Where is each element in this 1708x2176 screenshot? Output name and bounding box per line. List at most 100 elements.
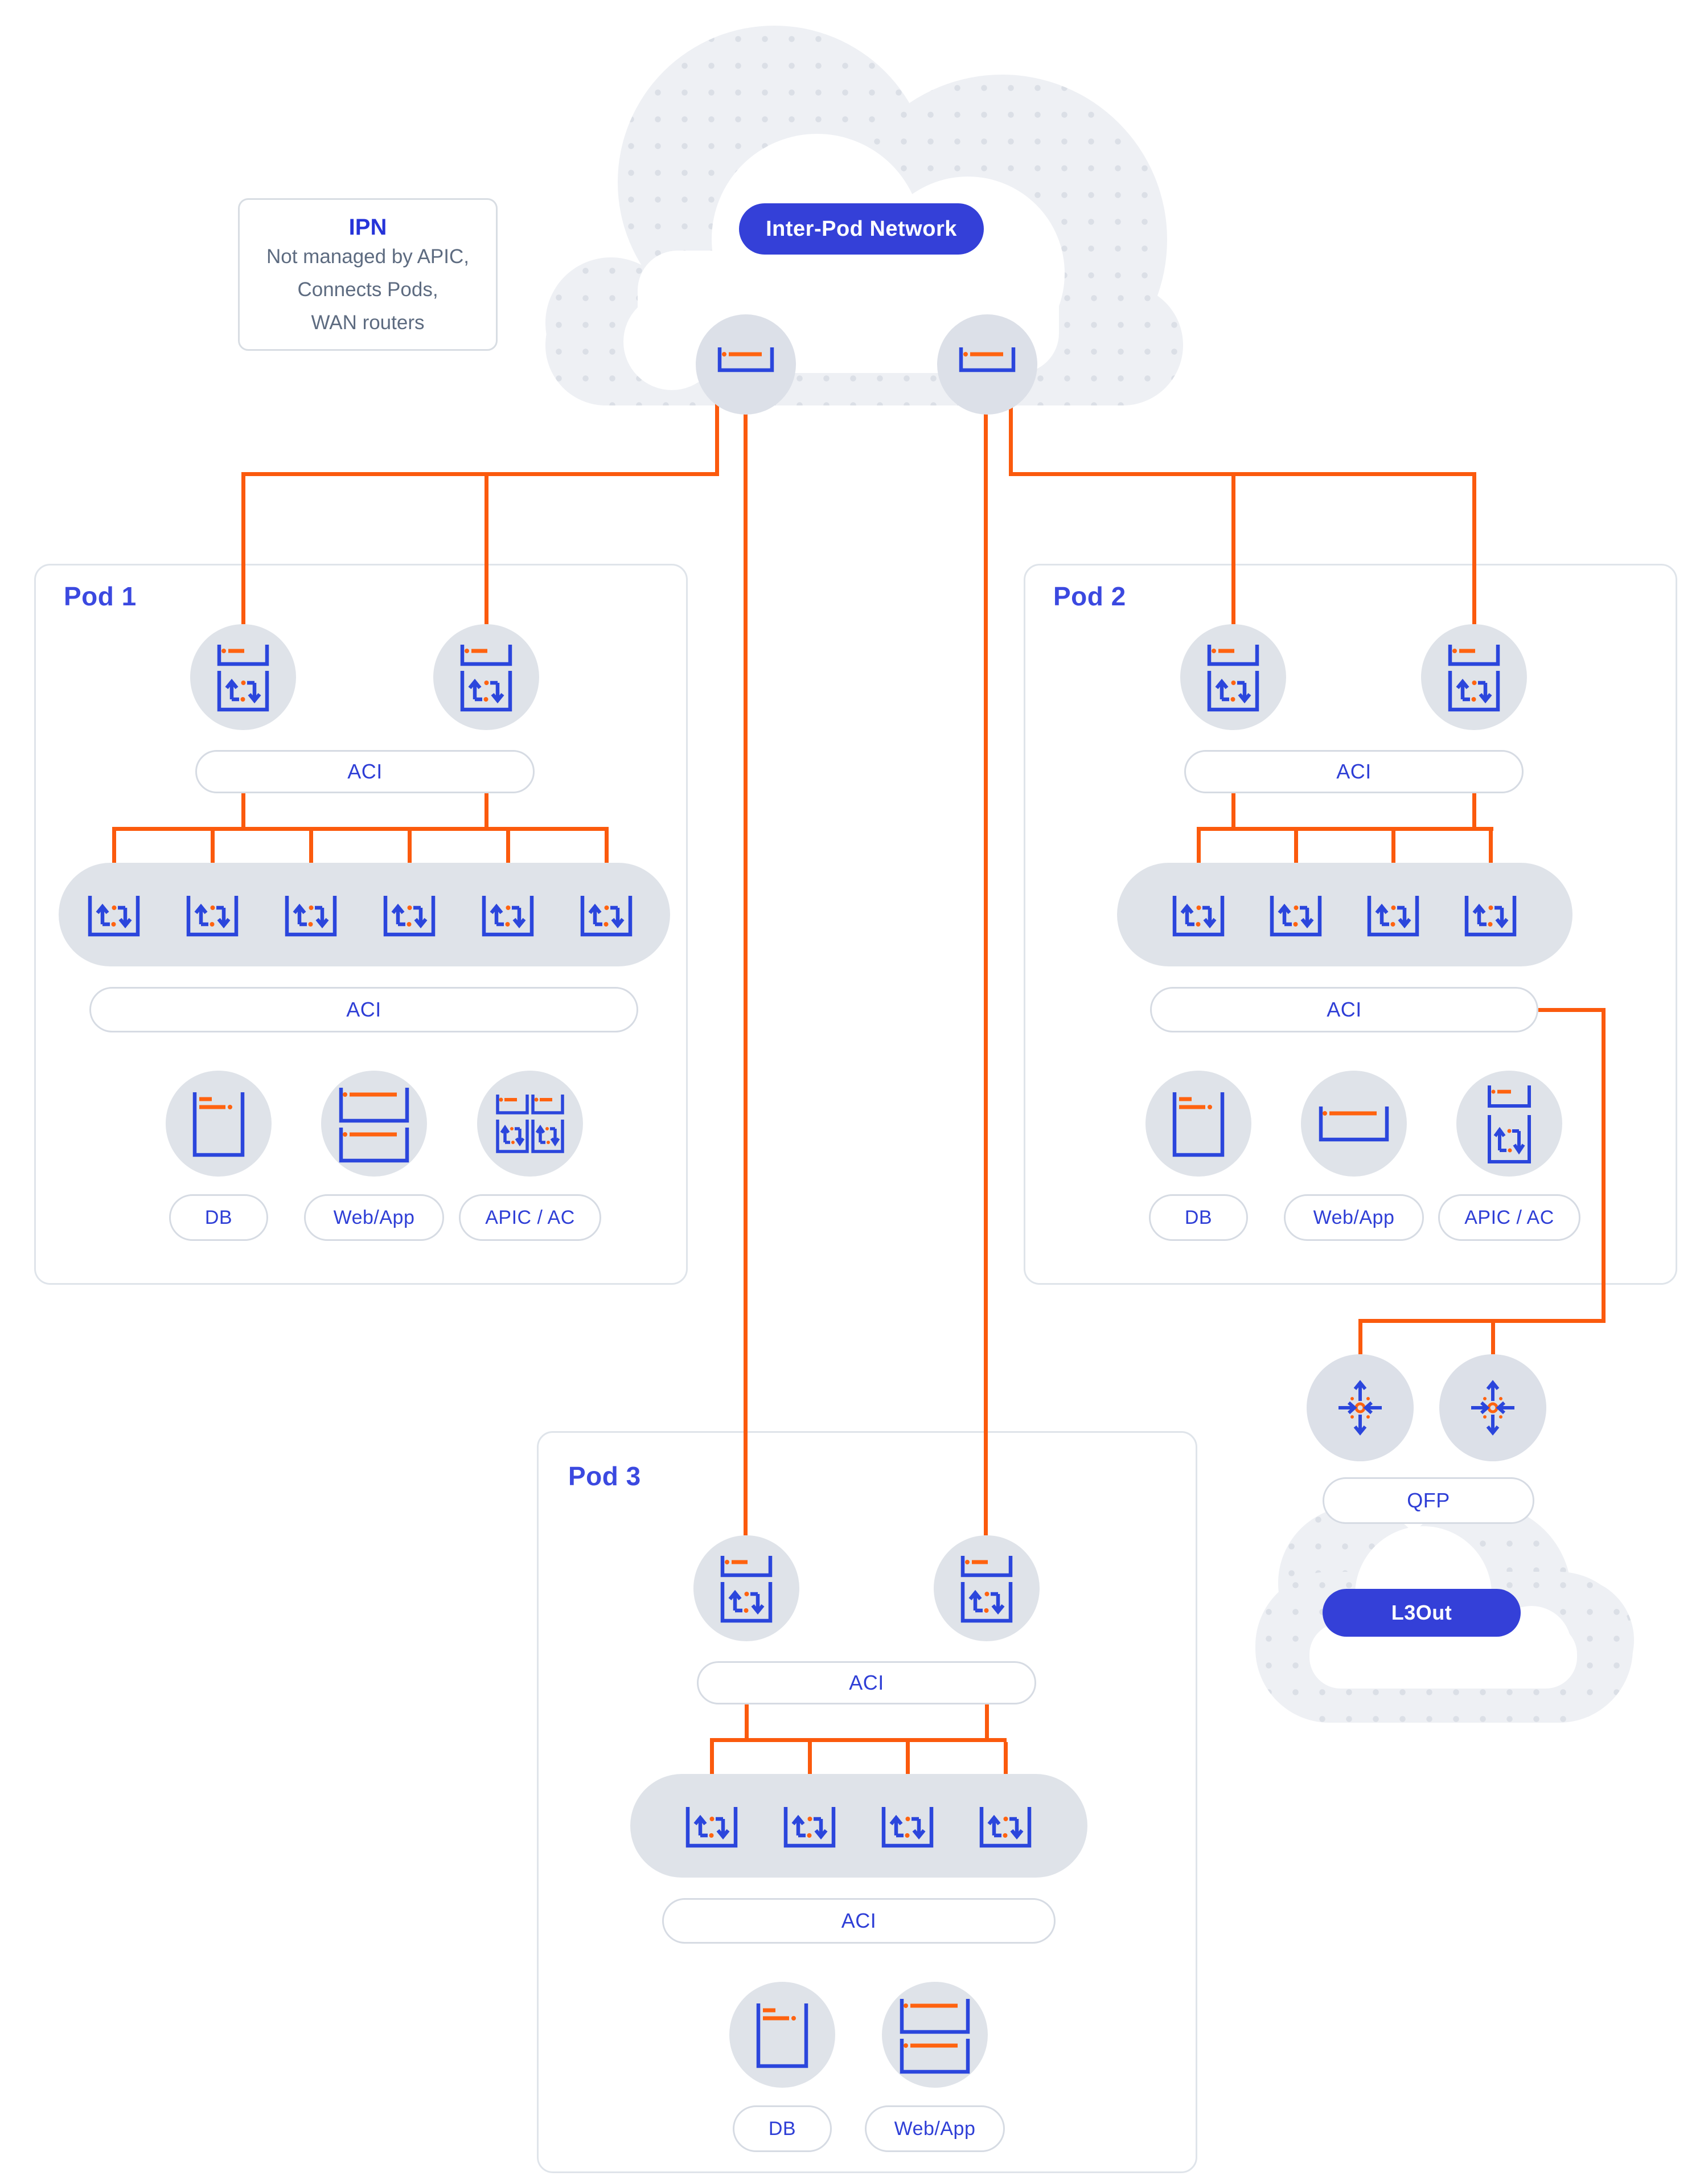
connector-line xyxy=(485,476,488,624)
switch-icon xyxy=(783,1806,836,1848)
ipn-router-node xyxy=(937,314,1037,415)
connector-line xyxy=(1231,793,1235,827)
webapp-icon xyxy=(900,2038,970,2074)
pod1-leaf-group xyxy=(59,863,670,966)
ipn-note-line: Not managed by APIC, xyxy=(266,245,470,268)
router-icon xyxy=(217,644,269,666)
connector-line xyxy=(112,831,116,863)
pod1-endpoint-node xyxy=(477,1071,583,1177)
connector-line xyxy=(1472,476,1476,624)
connector-line xyxy=(605,831,609,863)
ipn-note: IPN Not managed by APIC, Connects Pods, … xyxy=(238,198,498,351)
webapp-icon xyxy=(1319,1105,1389,1142)
l3out-pill: L3Out xyxy=(1323,1589,1521,1637)
database-icon xyxy=(192,1091,245,1157)
endpoint-label: DB xyxy=(1184,1206,1213,1228)
inter-pod-network-label: Inter-Pod Network xyxy=(739,203,984,255)
switch-icon xyxy=(285,895,337,937)
switch-icon xyxy=(383,895,436,937)
connector-line xyxy=(1391,831,1395,863)
connector-line xyxy=(1358,1319,1606,1323)
pod2-spine-fabric-pill: ACI xyxy=(1184,750,1524,793)
aci-label: ACI xyxy=(347,760,383,783)
endpoint-label: DB xyxy=(204,1206,233,1228)
pod1-title: Pod 1 xyxy=(64,581,137,611)
connector-line xyxy=(485,793,488,827)
pod3-endpoint-node xyxy=(729,1982,835,2088)
pod3-spine-fabric-pill: ACI xyxy=(697,1661,1036,1704)
pod3-leaf-fabric-pill: ACI xyxy=(662,1898,1056,1944)
connector-line xyxy=(408,831,412,863)
endpoint-label: Web/App xyxy=(894,2117,976,2140)
pod1-endpoint-node xyxy=(166,1071,272,1177)
switch-icon xyxy=(460,670,512,712)
switch-icon xyxy=(1464,895,1517,937)
webapp-icon xyxy=(339,1126,409,1163)
connector-line xyxy=(211,831,215,863)
pod3-endpoint-label-db: DB xyxy=(733,2105,832,2152)
ipn-note-line: Connects Pods, xyxy=(297,278,438,301)
switch-icon xyxy=(685,1806,738,1848)
router-icon xyxy=(460,644,512,666)
database-icon xyxy=(756,2002,808,2068)
connector-line xyxy=(506,831,510,863)
pod2-endpoint-label-apic: APIC / AC xyxy=(1438,1194,1580,1241)
pod1-endpoint-label-apic: APIC / AC xyxy=(459,1194,601,1241)
pod1-spine-fabric-pill: ACI xyxy=(195,750,535,793)
switch-icon xyxy=(960,1581,1013,1623)
router-icon xyxy=(1207,644,1259,666)
aci-label: ACI xyxy=(849,1671,884,1694)
connector-line xyxy=(1231,476,1235,624)
router-icon xyxy=(959,346,1016,372)
pod2-endpoint-label-db: DB xyxy=(1149,1194,1248,1241)
connector-line xyxy=(984,401,988,1535)
connector-line xyxy=(710,1738,1007,1742)
aci-label: ACI xyxy=(1327,998,1362,1021)
aci-label: ACI xyxy=(346,998,381,1021)
connector-line xyxy=(1197,831,1201,863)
routing-arrows-icon xyxy=(1331,1378,1390,1437)
connector-line xyxy=(241,472,719,476)
pod2-endpoint-node xyxy=(1456,1071,1562,1177)
switch-icon xyxy=(186,895,239,937)
ipn-router-node xyxy=(696,314,796,415)
pod3-spine-node xyxy=(934,1535,1040,1641)
apic-stack-icon xyxy=(1486,1083,1533,1164)
pod1-leaf-fabric-pill: ACI xyxy=(89,987,638,1032)
switch-icon xyxy=(1448,670,1500,712)
aci-label: ACI xyxy=(841,1909,877,1932)
connector-line xyxy=(1538,1008,1606,1012)
switch-icon xyxy=(217,670,269,712)
ipn-note-line: WAN routers xyxy=(311,312,425,334)
switch-icon xyxy=(1172,895,1225,937)
switch-icon xyxy=(88,895,140,937)
pod2-endpoint-node xyxy=(1145,1071,1251,1177)
qfp-pill: QFP xyxy=(1323,1477,1534,1524)
ipn-note-title: IPN xyxy=(348,215,387,240)
router-icon xyxy=(720,1555,773,1577)
connector-line xyxy=(1489,831,1493,863)
router-icon xyxy=(1448,644,1500,666)
connector-line xyxy=(745,1704,749,1738)
router-icon xyxy=(960,1555,1013,1577)
l3out-label: L3Out xyxy=(1391,1601,1452,1624)
pod2-spine-node xyxy=(1421,624,1527,730)
endpoint-label: APIC / AC xyxy=(1464,1206,1554,1228)
webapp-icon xyxy=(900,1998,970,2034)
connector-line xyxy=(985,1704,989,1738)
pod2-endpoint-label-webapp: Web/App xyxy=(1284,1194,1424,1241)
connector-line xyxy=(241,476,245,624)
pod1-spine-node xyxy=(190,624,296,730)
endpoint-label: Web/App xyxy=(333,1206,415,1228)
pod2-endpoint-node xyxy=(1301,1071,1407,1177)
switch-icon xyxy=(881,1806,934,1848)
switch-icon xyxy=(979,1806,1032,1848)
connector-line xyxy=(1009,401,1013,476)
pod2-spine-node xyxy=(1180,624,1286,730)
switch-icon xyxy=(720,1581,773,1623)
pod2-leaf-fabric-pill: ACI xyxy=(1150,987,1538,1032)
connector-line xyxy=(906,1742,910,1774)
pod2-leaf-group xyxy=(1117,863,1572,966)
qfp-router-node xyxy=(1439,1354,1546,1461)
apic-cluster-icon xyxy=(494,1092,566,1155)
